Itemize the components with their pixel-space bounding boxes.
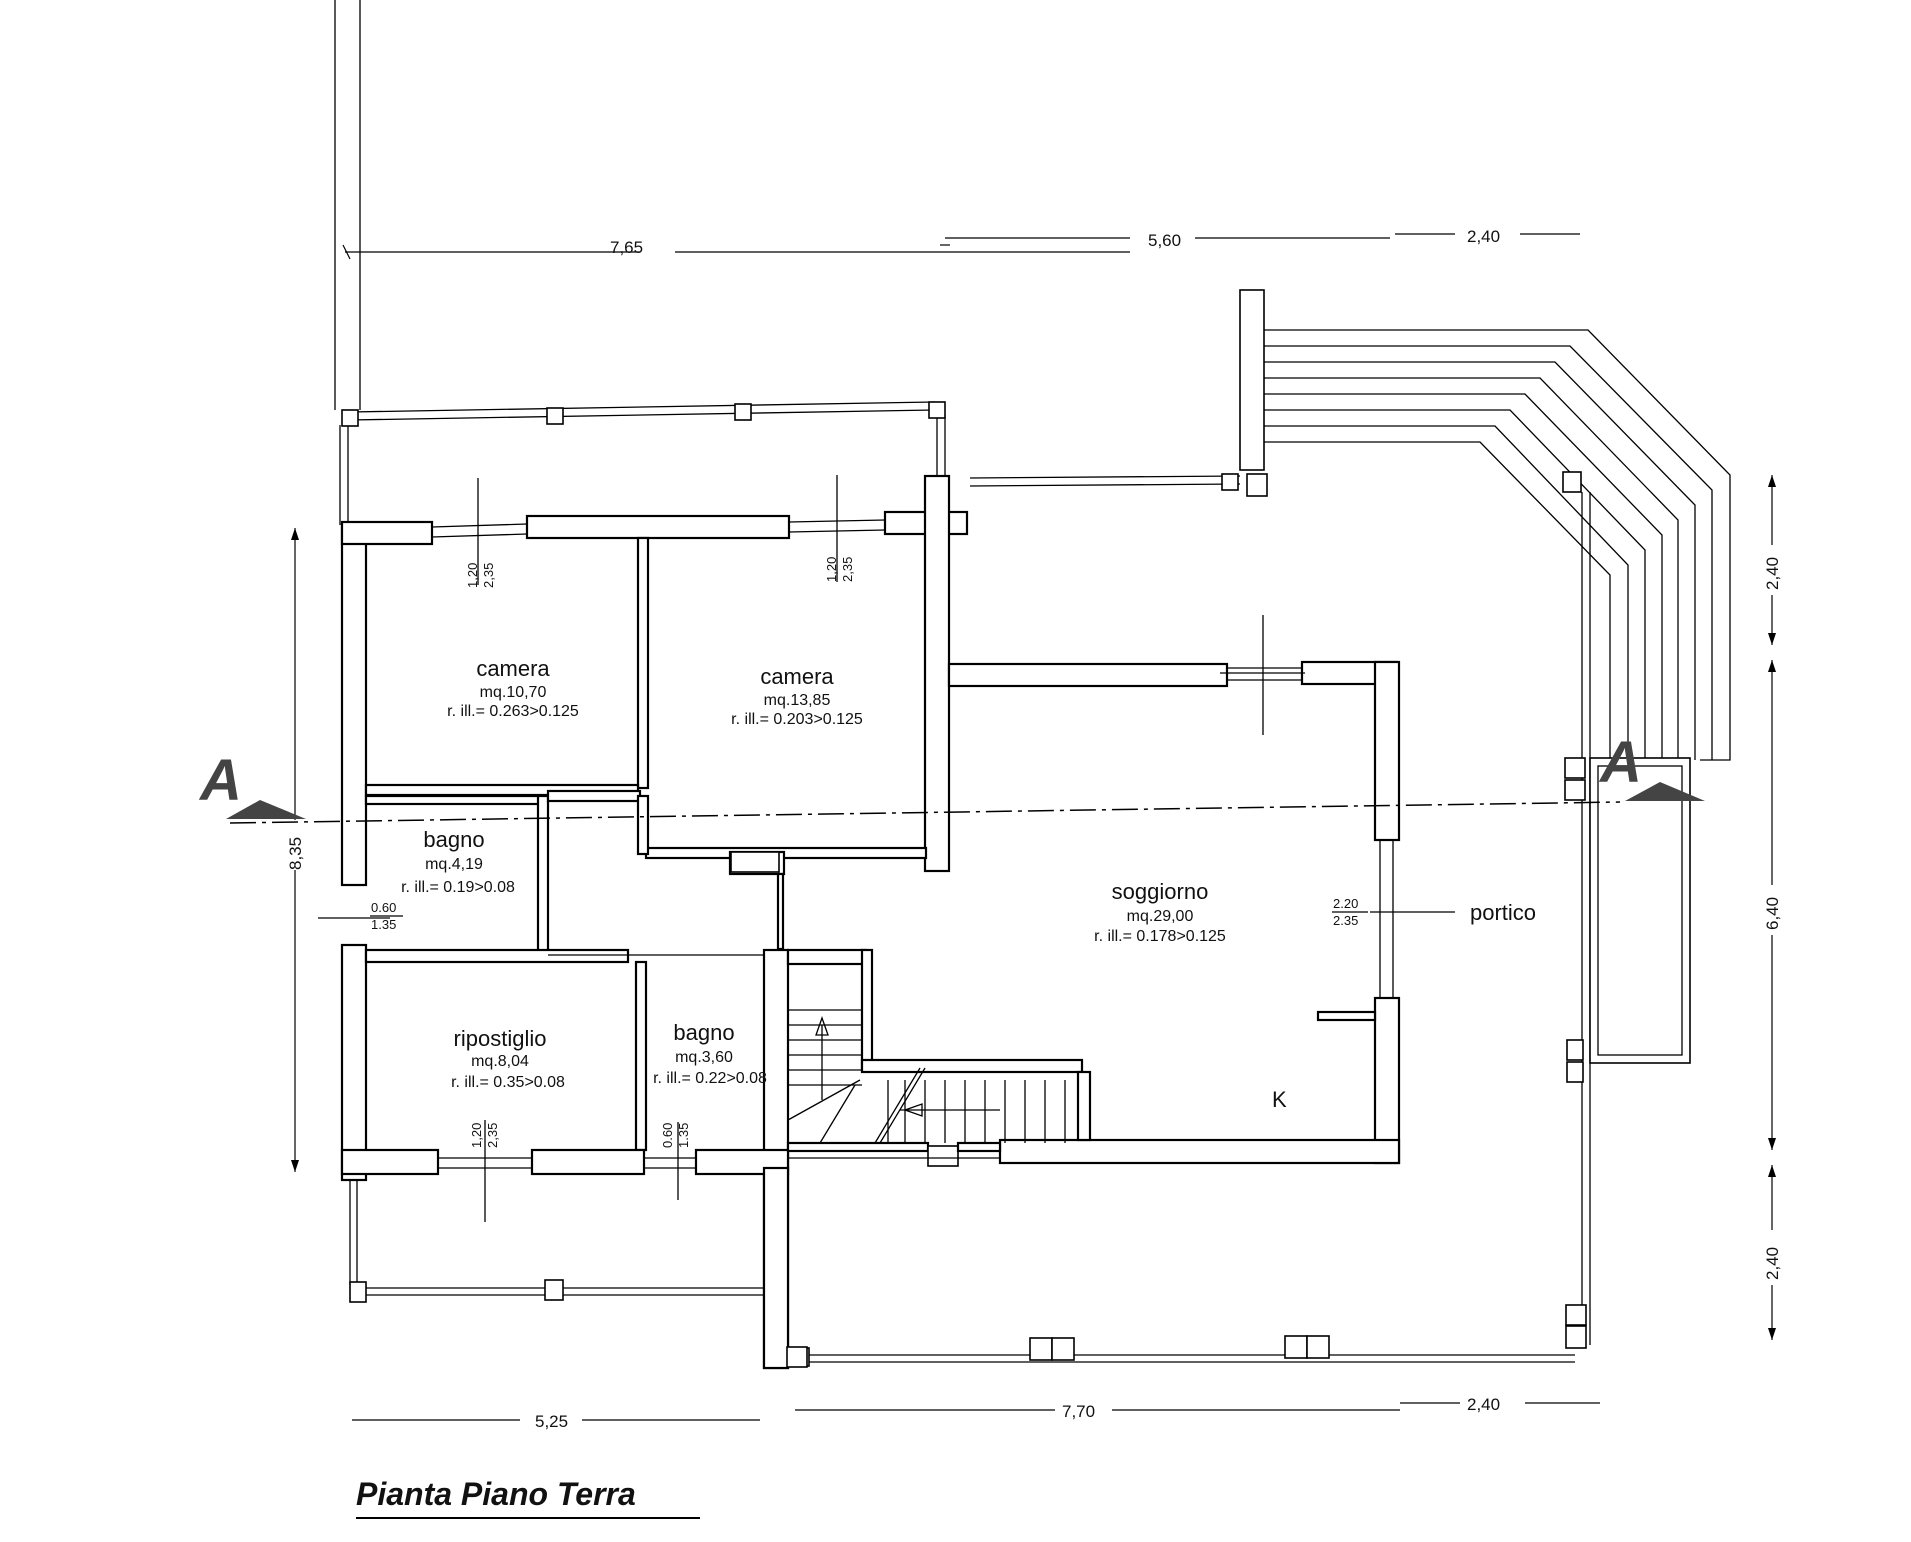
- room-camera-1: camera mq.10,70 r. ill.= 0.263>0.125: [447, 656, 579, 720]
- dim-right-1: 2,40: [1763, 557, 1782, 590]
- win-bagno1-w: 0.60: [371, 900, 396, 915]
- room-portico: portico: [1470, 900, 1536, 925]
- win-ripostiglio-w: 1,20: [469, 1123, 484, 1148]
- room-area: mq.13,85: [764, 692, 831, 709]
- section-label-left: A: [198, 748, 242, 813]
- win-soggiorno-h: 2.35: [1333, 913, 1358, 928]
- room-area: mq.3,60: [675, 1049, 733, 1066]
- win-camera2-h: 2,35: [840, 557, 855, 582]
- win-camera2-w: 1,20: [824, 557, 839, 582]
- section-line: A A: [198, 730, 1705, 824]
- room-bagno-2: bagno mq.3,60 r. ill.= 0.22>0.08: [653, 1020, 767, 1087]
- window-markers: 1,20 2,35 1,20 2,35 0.60 1.35 1,20 2,35 …: [318, 475, 1455, 1222]
- dim-top-2: 5,60: [1148, 231, 1181, 250]
- room-area: mq.29,00: [1127, 908, 1194, 925]
- room-name: camera: [476, 656, 550, 681]
- bottom-patio: [349, 1180, 1575, 1367]
- win-soggiorno-w: 2.20: [1333, 896, 1358, 911]
- dimension-top: 7,65 5,60 2,40: [342, 227, 1580, 260]
- dim-top-3: 2,40: [1467, 227, 1500, 246]
- win-camera1-h: 2,35: [481, 563, 496, 588]
- room-bagno-1: bagno mq.4,19 r. ill.= 0.19>0.08: [401, 827, 515, 896]
- room-ratio: r. ill.= 0.178>0.125: [1094, 928, 1226, 945]
- room-kitchen: K: [1272, 1087, 1287, 1112]
- plan-title: Pianta Piano Terra: [356, 1476, 636, 1512]
- dim-right-3: 2,40: [1763, 1247, 1782, 1280]
- room-name: bagno: [423, 827, 484, 852]
- dim-left: 8,35: [286, 837, 305, 870]
- walls: [340, 474, 1401, 1370]
- room-ratio: r. ill.= 0.19>0.08: [401, 879, 515, 896]
- room-camera-2: camera mq.13,85 r. ill.= 0.203>0.125: [731, 664, 863, 728]
- room-name: camera: [760, 664, 834, 689]
- dimension-right: 2,40 6,40 2,40: [1763, 475, 1782, 1340]
- room-area: mq.10,70: [480, 684, 547, 701]
- staircase: [787, 1009, 1066, 1144]
- room-name: ripostiglio: [454, 1026, 547, 1051]
- room-ratio: r. ill.= 0.35>0.08: [451, 1074, 565, 1091]
- room-area: mq.8,04: [471, 1053, 529, 1070]
- room-soggiorno: soggiorno mq.29,00 r. ill.= 0.178>0.125: [1094, 879, 1226, 945]
- exterior-steps: [1239, 289, 1731, 761]
- dim-bottom-2: 7,70: [1062, 1402, 1095, 1421]
- room-area: mq.4,19: [425, 856, 483, 873]
- dim-right-2: 6,40: [1763, 897, 1782, 930]
- room-name: bagno: [673, 1020, 734, 1045]
- room-name: soggiorno: [1112, 879, 1209, 904]
- win-ripostiglio-h: 2,35: [485, 1123, 500, 1148]
- room-ripostiglio: ripostiglio mq.8,04 r. ill.= 0.35>0.08: [451, 1026, 565, 1091]
- property-line: [334, 0, 361, 410]
- dim-top-1: 7,65: [610, 238, 643, 257]
- win-bagno2-w: 0.60: [660, 1123, 675, 1148]
- win-bagno1-h: 1.35: [371, 917, 396, 932]
- room-ratio: r. ill.= 0.263>0.125: [447, 703, 579, 720]
- win-camera1-w: 1,20: [465, 563, 480, 588]
- room-ratio: r. ill.= 0.203>0.125: [731, 711, 863, 728]
- dim-bottom-1: 5,25: [535, 1412, 568, 1431]
- room-ratio: r. ill.= 0.22>0.08: [653, 1070, 767, 1087]
- top-terrace: [339, 401, 1241, 525]
- win-bagno2-h: 1.35: [676, 1123, 691, 1148]
- dimension-bottom: 5,25 7,70 2,40: [352, 1395, 1600, 1431]
- portico-structure: [1564, 492, 1691, 1349]
- dimension-left: 8,35: [286, 528, 305, 1172]
- dim-bottom-3: 2,40: [1467, 1395, 1500, 1414]
- section-label-right: A: [1598, 730, 1642, 795]
